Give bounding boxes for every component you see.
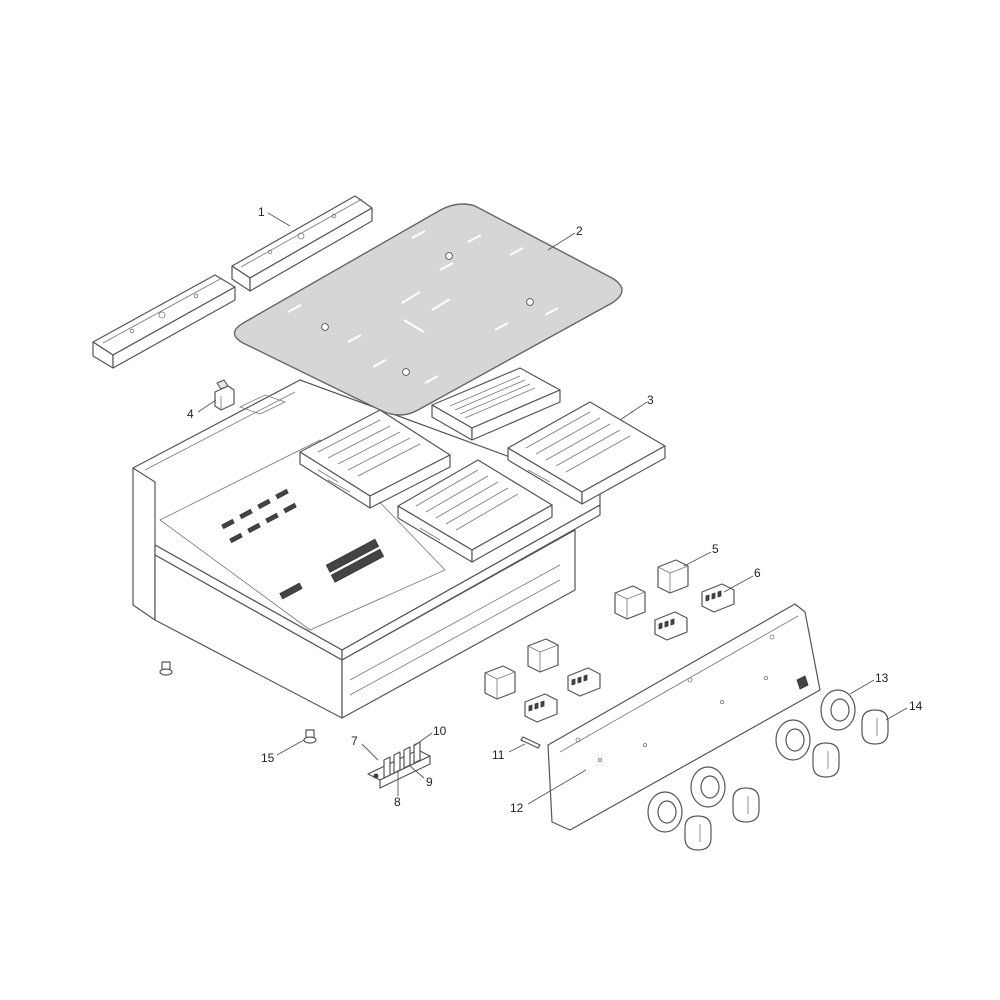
adjustable-foot-rear	[159, 661, 173, 676]
callout-14: 14	[909, 699, 923, 713]
regulator-module-4	[524, 693, 558, 723]
callout-9: 9	[426, 775, 433, 789]
cooktop-body	[132, 379, 601, 719]
callout-10: 10	[433, 724, 447, 738]
callout-6: 6	[754, 566, 761, 580]
callout-12: 12	[510, 801, 524, 815]
knob-bezel-3	[690, 766, 726, 808]
switch-module-3	[527, 638, 559, 673]
leader-lines	[197, 212, 908, 805]
control-knob-4	[684, 815, 712, 851]
callout-7: 7	[351, 734, 358, 748]
heating-element-left	[299, 409, 451, 509]
control-knob-1	[861, 709, 889, 745]
callout-3: 3	[647, 393, 654, 407]
indicator-pin	[520, 736, 541, 749]
knob-bezel-2	[775, 719, 811, 761]
heating-element-right	[507, 401, 666, 505]
switch-module-1	[657, 559, 689, 594]
heating-element-rear	[431, 367, 561, 441]
callout-15: 15	[261, 751, 275, 765]
control-panel	[547, 603, 821, 831]
regulator-module-2	[654, 611, 688, 641]
side-rail-rear	[231, 195, 373, 292]
switch-module-2	[614, 585, 646, 620]
heating-element-front	[397, 459, 553, 563]
control-knob-2	[812, 742, 840, 778]
callout-5: 5	[712, 542, 719, 556]
knob-bezel-1	[820, 689, 856, 731]
cooktop-vents	[221, 488, 385, 600]
callout-11: 11	[492, 748, 505, 762]
mounting-clip	[214, 379, 235, 411]
callout-13: 13	[875, 671, 889, 685]
glass-cooktop-panel	[233, 203, 623, 416]
side-rail-front	[92, 274, 236, 369]
callout-4: 4	[187, 407, 194, 421]
switch-module-4	[484, 665, 516, 700]
regulator-module-3	[567, 667, 601, 697]
control-knob-3	[732, 787, 760, 823]
callout-1: 1	[258, 205, 265, 219]
adjustable-foot-front	[303, 729, 317, 744]
knob-bezel-4	[647, 791, 683, 833]
regulator-module-1	[701, 583, 735, 613]
callout-2: 2	[576, 224, 583, 238]
callout-labels: 1 2 3 4 5 6 7 8 9 10 11 12 13 14 15	[187, 205, 923, 815]
terminal-block	[367, 741, 431, 789]
callout-8: 8	[394, 795, 401, 809]
